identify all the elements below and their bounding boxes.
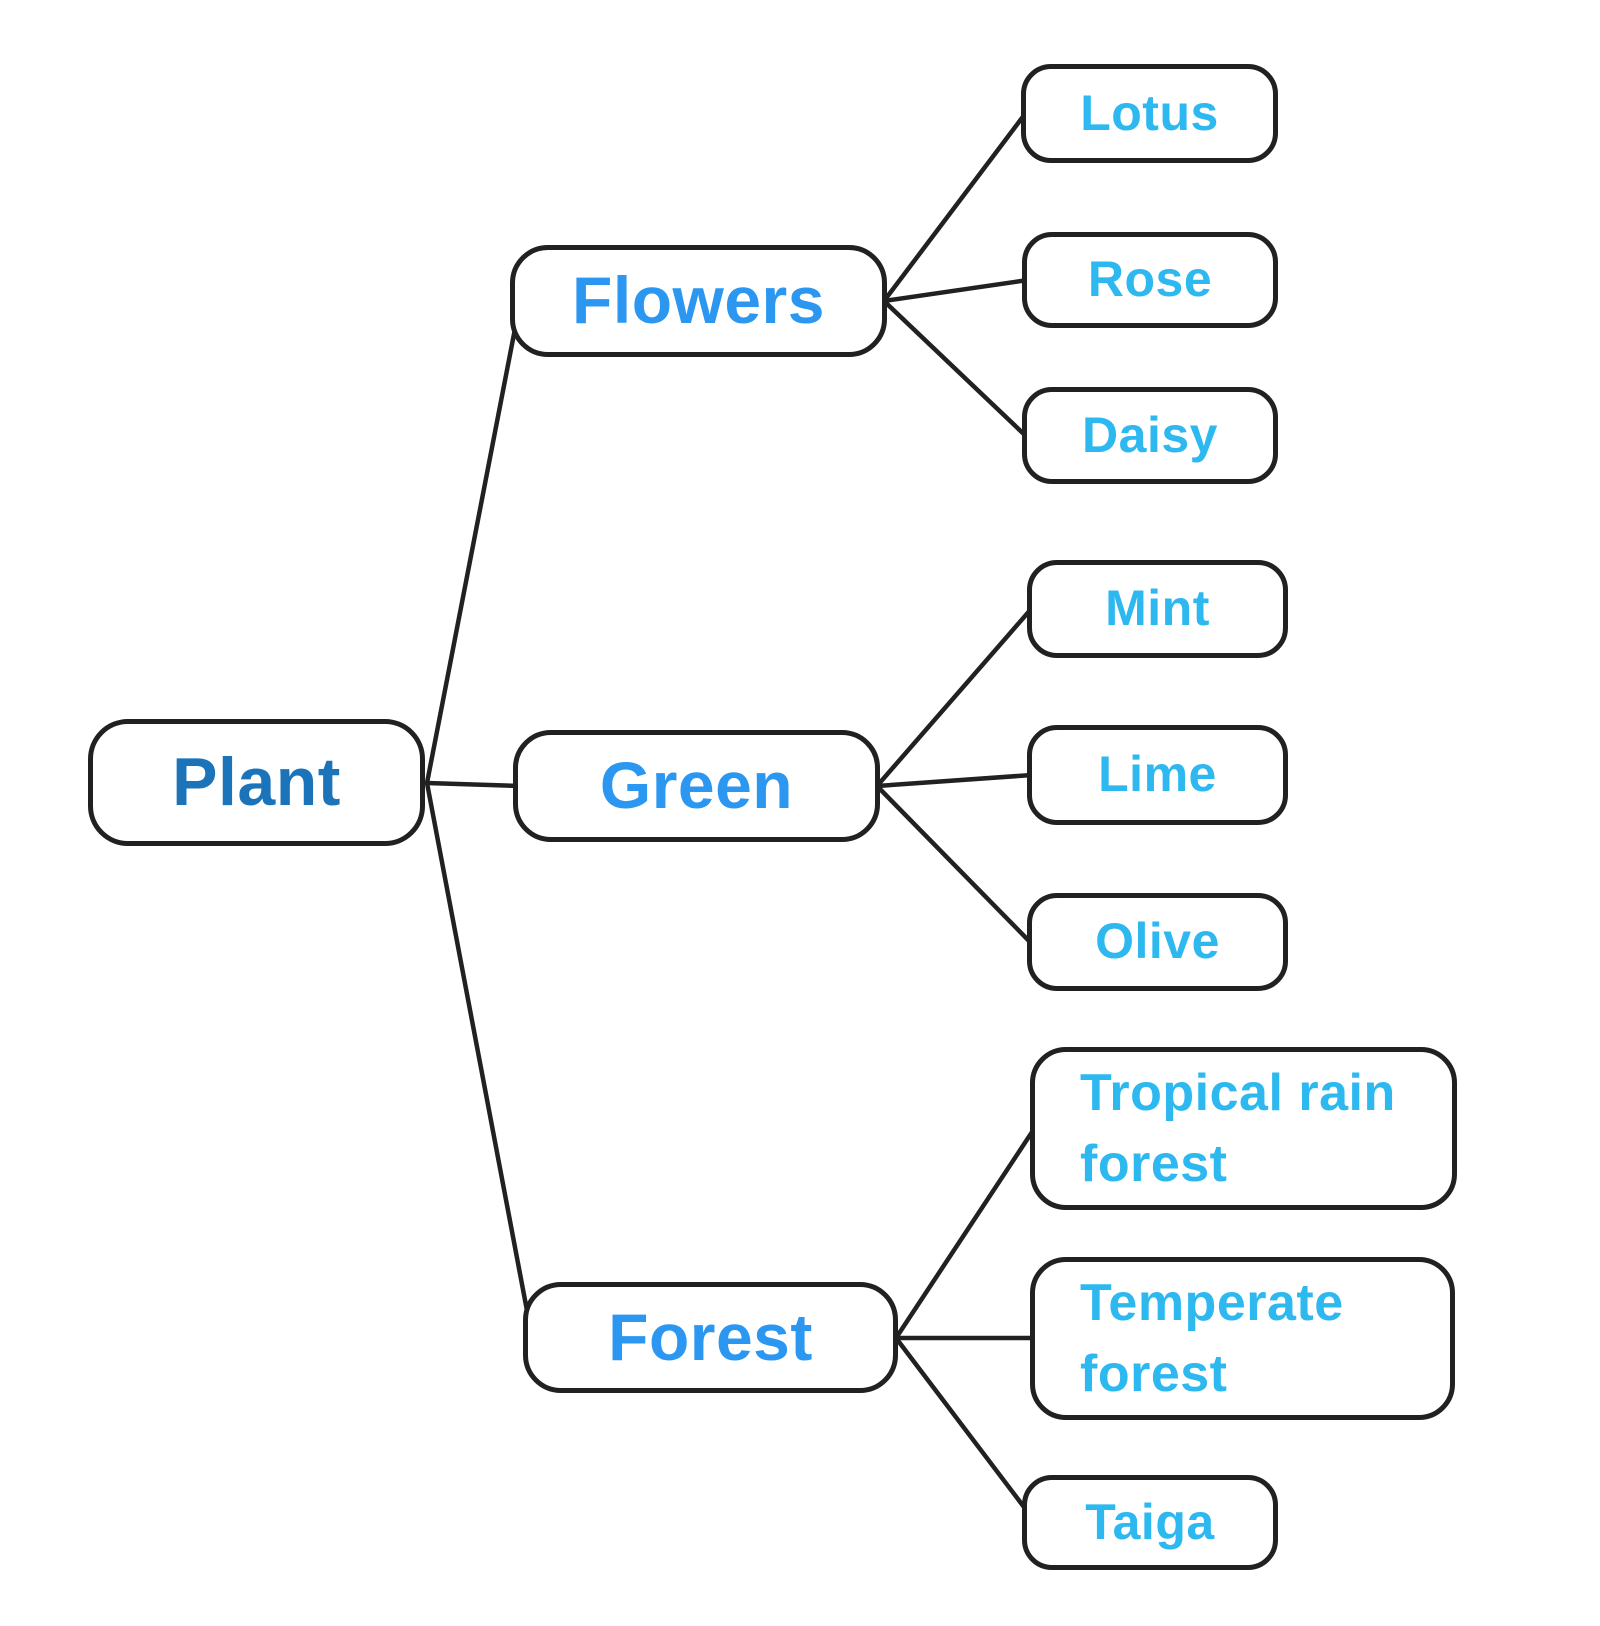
edge-forest-taiga <box>893 1335 1033 1518</box>
edge-green-olive <box>874 783 1035 947</box>
node-daisy: Daisy <box>1022 387 1278 484</box>
node-plant-label: Plant <box>172 743 341 820</box>
node-olive-label: Olive <box>1095 913 1220 970</box>
node-green-label: Green <box>599 748 794 823</box>
node-mint: Mint <box>1027 560 1288 658</box>
node-forest: Forest <box>523 1282 898 1393</box>
node-green: Green <box>513 730 880 842</box>
node-flowers-label: Flowers <box>572 263 825 338</box>
node-lotus-label: Lotus <box>1080 84 1219 141</box>
node-plant: Plant <box>88 719 425 846</box>
node-taiga: Taiga <box>1022 1475 1278 1570</box>
node-taiga-label: Taiga <box>1085 1493 1215 1550</box>
node-mint-label: Mint <box>1105 580 1210 637</box>
edge-plant-forest <box>424 780 535 1340</box>
node-rose-label: Rose <box>1087 251 1213 308</box>
edge-plant-green <box>424 780 523 789</box>
node-lime: Lime <box>1027 725 1288 825</box>
edge-plant-flowers <box>424 300 523 786</box>
edge-forest-tropical <box>893 1123 1039 1341</box>
node-tropical-rain-forest: Tropical rain forest <box>1030 1047 1457 1210</box>
node-lotus: Lotus <box>1021 64 1278 163</box>
edge-flowers-rose <box>881 277 1031 304</box>
node-tropical-rain-forest-label: Tropical rain forest <box>1080 1064 1396 1193</box>
node-olive: Olive <box>1027 893 1288 991</box>
node-temperate-forest-label: Temperate forest <box>1080 1274 1344 1403</box>
node-temperate-forest: Temperate forest <box>1030 1257 1455 1420</box>
node-daisy-label: Daisy <box>1082 406 1218 463</box>
node-forest-label: Forest <box>608 1299 813 1374</box>
edge-flowers-daisy <box>881 298 1031 441</box>
edge-flowers-lotus <box>881 107 1031 304</box>
edge-green-lime <box>874 772 1035 789</box>
node-rose: Rose <box>1022 232 1278 328</box>
edge-green-mint <box>874 605 1035 789</box>
node-lime-label: Lime <box>1098 746 1217 803</box>
node-flowers: Flowers <box>510 245 887 357</box>
